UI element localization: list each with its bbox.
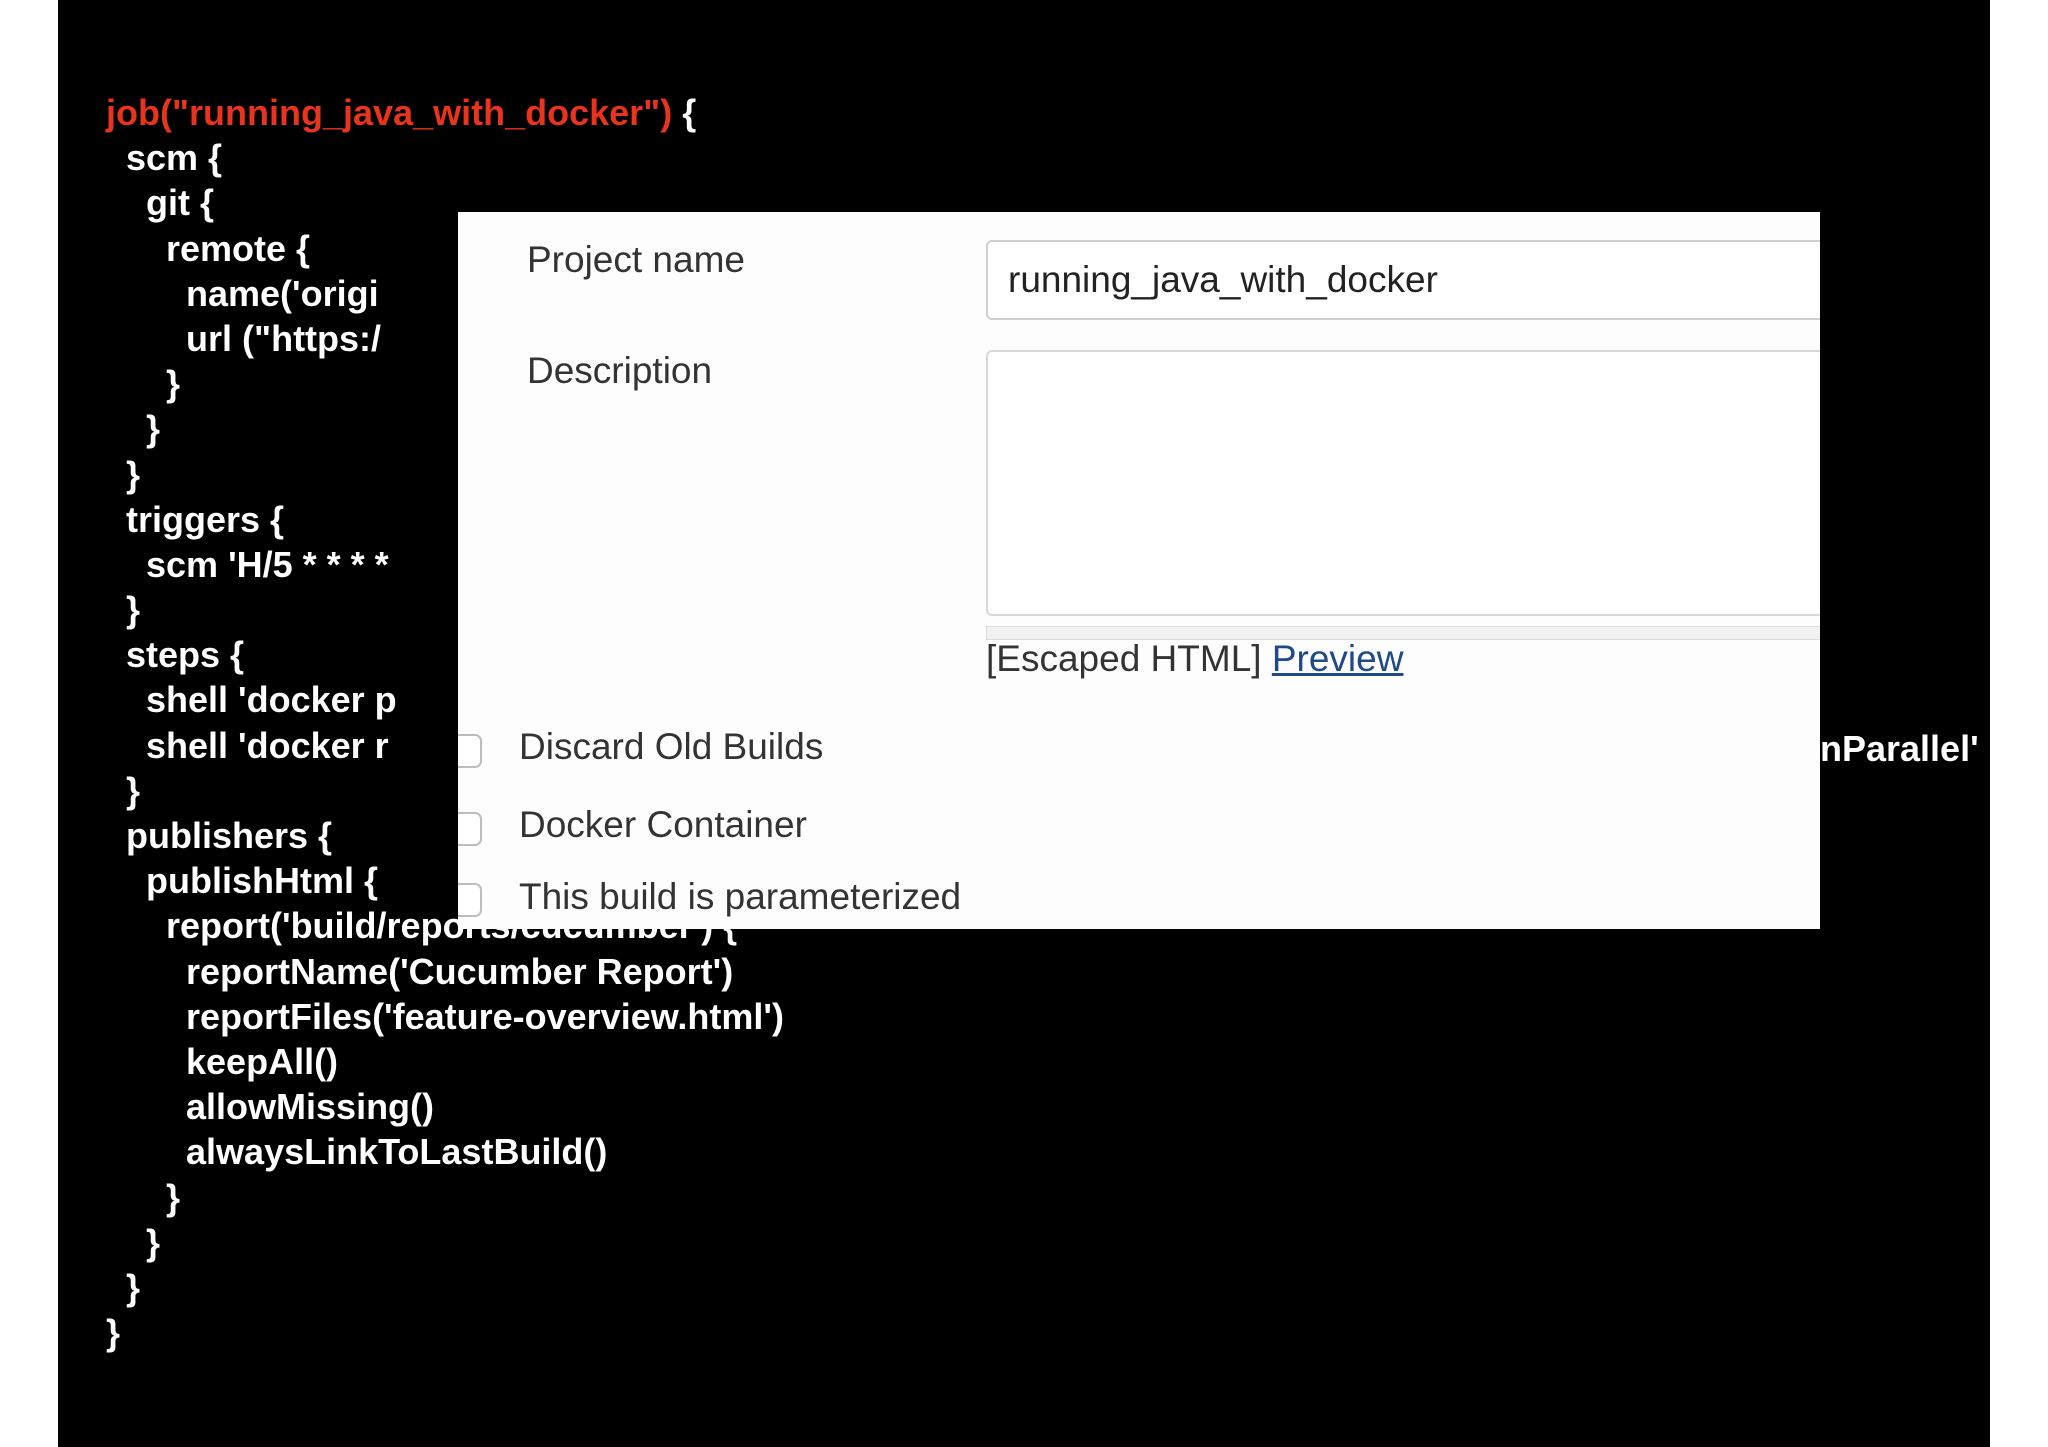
code-line: triggers { — [106, 497, 784, 542]
code-line: } — [106, 1310, 784, 1355]
description-label: Description — [527, 350, 713, 391]
code-line: keepAll() — [106, 1039, 784, 1084]
project-name-input[interactable] — [986, 240, 1820, 320]
code-line: } — [106, 452, 784, 497]
code-text: triggers { — [106, 498, 285, 540]
code-text: publishHtml { — [106, 860, 379, 902]
discard-old-builds-checkbox-icon[interactable] — [458, 734, 482, 768]
escaped-html-label: [Escaped HTML] — [986, 638, 1262, 679]
code-text: } — [106, 589, 141, 631]
code-text: scm { — [106, 137, 223, 179]
code-line: shell 'docker p — [106, 677, 784, 722]
code-line: url ("https:/ — [106, 316, 784, 361]
code-line: remote { — [106, 226, 784, 271]
code-line: scm { — [106, 135, 784, 180]
discard-old-builds-label[interactable]: Discard Old Builds — [519, 726, 824, 767]
code-line: reportName('Cucumber Report') — [106, 949, 784, 994]
code-text: } — [106, 453, 141, 495]
code-line: alwaysLinkToLastBuild() — [106, 1129, 784, 1174]
code-text: url ("https:/ — [106, 317, 382, 359]
code-line: publishHtml { — [106, 858, 784, 903]
code-line: } — [106, 406, 784, 451]
description-textarea[interactable] — [986, 350, 1820, 616]
code-line: job("running_java_with_docker") { — [106, 90, 784, 135]
code-text: } — [106, 769, 141, 811]
parameterized-build-label[interactable]: This build is parameterized — [519, 876, 962, 917]
code-line: } — [106, 361, 784, 406]
docker-container-label[interactable]: Docker Container — [519, 804, 807, 845]
presentation-slide: job("running_java_with_docker") { scm { … — [58, 0, 1990, 1447]
code-text: } — [106, 1176, 181, 1218]
code-text: remote { — [106, 227, 311, 269]
code-text: steps { — [106, 634, 245, 676]
code-line: allowMissing() — [106, 1084, 784, 1129]
code-text: shell 'docker r — [106, 724, 389, 766]
code-text: shell 'docker p — [106, 679, 397, 721]
code-line: name('origi — [106, 271, 784, 316]
code-line: } — [106, 1220, 784, 1265]
code-line: git { — [106, 180, 784, 225]
code-line: } — [106, 1265, 784, 1310]
code-line: } — [106, 1175, 784, 1220]
code-line: scm 'H/5 * * * * — [106, 542, 784, 587]
code-text: reportName('Cucumber Report') — [106, 950, 734, 992]
textarea-resize-handle[interactable] — [986, 626, 1820, 640]
code-text: publishers { — [106, 815, 333, 856]
job-dsl-code-block: job("running_java_with_docker") { scm { … — [106, 90, 784, 1355]
code-text: allowMissing() — [106, 1086, 435, 1128]
code-text: } — [106, 408, 161, 450]
code-text: scm 'H/5 * * * * — [106, 543, 389, 585]
code-line-overflow-text: nParallel' — [1820, 728, 1979, 769]
code-text: keepAll() — [106, 1040, 339, 1082]
code-text: reportFiles('feature-overview.html') — [106, 995, 784, 1037]
code-line: steps { — [106, 632, 784, 677]
code-line: } — [106, 587, 784, 632]
docker-container-checkbox-icon[interactable] — [458, 812, 482, 846]
code-text: name('origi — [106, 272, 379, 314]
code-line: reportFiles('feature-overview.html') — [106, 994, 784, 1039]
code-line: publishers { — [106, 813, 784, 858]
project-name-label: Project name — [527, 239, 745, 280]
code-line: } — [106, 768, 784, 813]
code-text: git { — [106, 182, 214, 224]
escaped-html-row: [Escaped HTML] Preview — [986, 638, 1403, 680]
code-text: alwaysLinkToLastBuild() — [106, 1131, 608, 1173]
code-text: { — [672, 92, 697, 133]
code-text: } — [106, 1221, 161, 1263]
jenkins-job-config-panel: Project name Description [Escaped HTML] … — [458, 212, 1820, 929]
code-text: } — [106, 1266, 141, 1308]
preview-link[interactable]: Preview — [1271, 638, 1404, 679]
code-text: } — [106, 1312, 121, 1354]
parameterized-build-checkbox-icon[interactable] — [458, 883, 482, 917]
code-line: shell 'docker r — [106, 723, 784, 768]
code-highlight-text: job("running_java_with_docker") — [106, 92, 673, 133]
code-text: } — [106, 363, 181, 405]
